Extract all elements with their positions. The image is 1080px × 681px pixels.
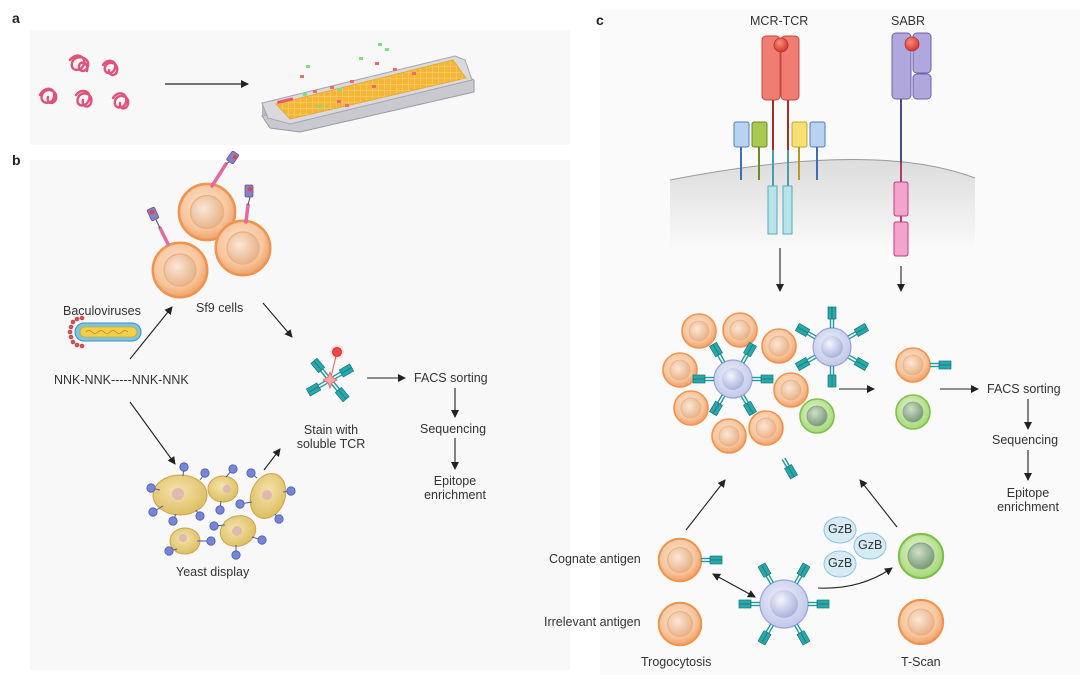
peptide-library-coils — [38, 54, 130, 110]
mcr-tcr-receptor — [733, 35, 826, 235]
panel-b-background — [30, 160, 570, 670]
granzyme-b-bubbles — [823, 516, 887, 578]
sabr-receptor — [891, 32, 932, 257]
label-t-scan: T-Scan — [901, 655, 941, 669]
label-mcr-tcr: MCR-TCR — [750, 14, 809, 28]
peptide-coil — [74, 89, 93, 108]
yeast-cell — [152, 474, 208, 516]
arrow-trogocytosis-up — [685, 479, 726, 531]
pmhc-construct — [146, 206, 170, 246]
arrow-cognate-tcell-interaction — [712, 573, 756, 598]
label-epitope-line1: Epitope — [1006, 486, 1050, 500]
positive-wells-green — [303, 43, 389, 108]
arrow-library-to-yeast — [129, 401, 176, 465]
tscan-reporter-green-cell — [897, 532, 945, 580]
yeast-cell — [207, 475, 239, 503]
panel-c-letter: c — [596, 12, 604, 28]
label-facs-sorting-c: FACS sorting — [987, 382, 1061, 396]
label-sf9-cells: Sf9 cells — [196, 301, 244, 315]
microplate — [261, 43, 475, 133]
label-stain-soluble-tcr: Stain with soluble TCR — [285, 423, 377, 452]
label-epitope-line1: Epitope — [433, 474, 477, 488]
t-cell-with-tcrs — [794, 306, 870, 388]
peptide-coil — [38, 87, 58, 105]
peptide-coil — [68, 54, 90, 73]
label-sequencing-c: Sequencing — [992, 433, 1059, 447]
arrow-library-to-sf9 — [129, 306, 173, 360]
yeast-display-beads — [146, 462, 296, 560]
label-facs-sorting-b: FACS sorting — [414, 371, 488, 385]
label-gzb: GzB — [828, 522, 853, 536]
yeast-cells — [146, 462, 296, 560]
label-peptide-library: NNK-NNK-----NNK-NNK — [54, 373, 189, 387]
label-gzb: GzB — [828, 556, 853, 570]
sf9-cells — [146, 150, 272, 299]
panel-b-arrows — [129, 302, 459, 471]
gzb-bubble — [823, 550, 857, 578]
baculovirus-icon — [67, 315, 142, 349]
panel-a-letter: a — [12, 10, 20, 26]
target-cell — [761, 328, 797, 364]
non-target-cell-green — [799, 398, 835, 434]
target-cell — [722, 312, 758, 348]
positive-wells-red — [300, 62, 416, 107]
tcr-tetramer — [305, 344, 355, 403]
label-gzb: GzB — [858, 538, 883, 552]
gzb-bubble — [823, 516, 857, 544]
label-stain-line1: Stain with — [303, 423, 359, 437]
label-trogocytosis: Trogocytosis — [641, 655, 712, 669]
pmhc-construct — [244, 184, 254, 224]
label-sabr: SABR — [891, 14, 926, 28]
label-stain-line2: soluble TCR — [296, 437, 366, 452]
target-cell — [673, 390, 709, 426]
peptide-coil — [111, 92, 130, 110]
irrelevant-antigen-cell — [657, 601, 703, 647]
label-epitope-enrichment-b: Epitope enrichment — [415, 474, 495, 503]
target-cell — [773, 372, 809, 408]
label-irrelevant-antigen: Irrelevant antigen — [544, 615, 641, 629]
label-epitope-enrichment-c: Epitope enrichment — [988, 486, 1068, 515]
sorted-target-cell — [895, 347, 931, 383]
t-cell-with-tcrs — [692, 341, 774, 417]
peptide-coil — [101, 59, 119, 77]
label-epitope-line2: enrichment — [997, 500, 1059, 515]
target-cell — [681, 313, 717, 349]
label-baculoviruses: Baculoviruses — [63, 304, 141, 318]
arrow-sf9-to-stain — [262, 302, 293, 338]
arrow-yeast-to-stain — [263, 448, 281, 471]
arrow-tscan-up — [859, 479, 898, 528]
label-yeast-display: Yeast display — [176, 565, 250, 579]
cognate-antigen-cell — [657, 537, 703, 583]
panel-c-arrows — [685, 248, 1032, 598]
cell-cluster — [662, 306, 870, 480]
assay-cells — [657, 516, 945, 647]
label-epitope-line2: enrichment — [424, 488, 486, 503]
label-cognate-antigen: Cognate antigen — [549, 552, 641, 566]
sorted-green-cell — [895, 394, 931, 430]
label-sequencing-b: Sequencing — [420, 422, 487, 436]
target-cell — [662, 352, 698, 388]
sf9-cell — [214, 219, 272, 277]
yeast-cell — [249, 473, 287, 519]
yeast-cell — [219, 515, 257, 547]
cell-membrane — [670, 159, 975, 250]
sf9-cell — [151, 241, 209, 299]
t-cell-effector — [738, 562, 830, 646]
target-cell — [711, 418, 747, 454]
target-cell — [748, 410, 784, 446]
panel-b-letter: b — [12, 152, 21, 168]
pmhc-construct — [210, 150, 239, 188]
arrow-gzb-to-reporter — [817, 567, 893, 589]
gzb-bubble — [853, 532, 887, 560]
tscan-orange-cell — [897, 598, 945, 646]
plate-label — [277, 97, 294, 104]
